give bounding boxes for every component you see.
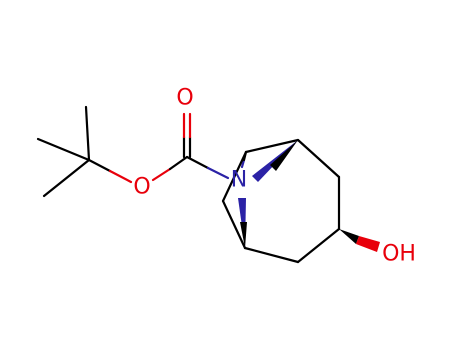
tropane-ring-system xyxy=(221,138,341,264)
bond-ester-o-carbonyl-c-a xyxy=(151,167,172,182)
wedge-c-to-oh-black xyxy=(339,229,359,244)
ester-oxygen-label: O xyxy=(133,175,150,200)
bond-ch2-top-to-bridgehead xyxy=(244,138,300,154)
bond-carbonyl-c-n-b xyxy=(206,166,230,180)
tert-butyl-group xyxy=(36,105,133,198)
bond-tbu-c-ester-o-a xyxy=(87,158,112,173)
wedge-n-to-bridgehead-top-dark xyxy=(270,140,298,171)
bond-n-bridge-top-a xyxy=(240,158,246,169)
bond-ester-o-carbonyl-c-b xyxy=(168,155,189,171)
bond-ring-c3-to-bridgehead-bottom xyxy=(243,246,300,264)
bond-ring-c2-to-c3 xyxy=(296,227,341,264)
hydroxyl-label: OH xyxy=(382,242,416,267)
bond-tbu-c-methyl-bottom xyxy=(42,158,91,198)
bond-bridgehead-bottom-to-ch2-left xyxy=(221,199,247,250)
carbamate-group xyxy=(151,112,230,182)
carbonyl-oxygen-label: O xyxy=(176,86,193,111)
wedge-c-to-oh-red xyxy=(356,236,380,252)
bond-carbonyl-c-n-a xyxy=(185,155,210,170)
bond-tbu-c-methyl-left xyxy=(36,137,91,162)
wedge-n-to-bridgehead-bottom-dark xyxy=(240,222,247,248)
bond-bridgehead-to-ring-c1 xyxy=(296,138,341,179)
bond-ch2-left-to-ch2-top xyxy=(221,150,248,203)
hydroxyl-group xyxy=(339,229,380,252)
nitrogen-label: N xyxy=(231,168,247,193)
bond-tbu-c-ester-o-b xyxy=(108,169,133,184)
bond-tbu-c-methyl-top xyxy=(84,105,91,162)
